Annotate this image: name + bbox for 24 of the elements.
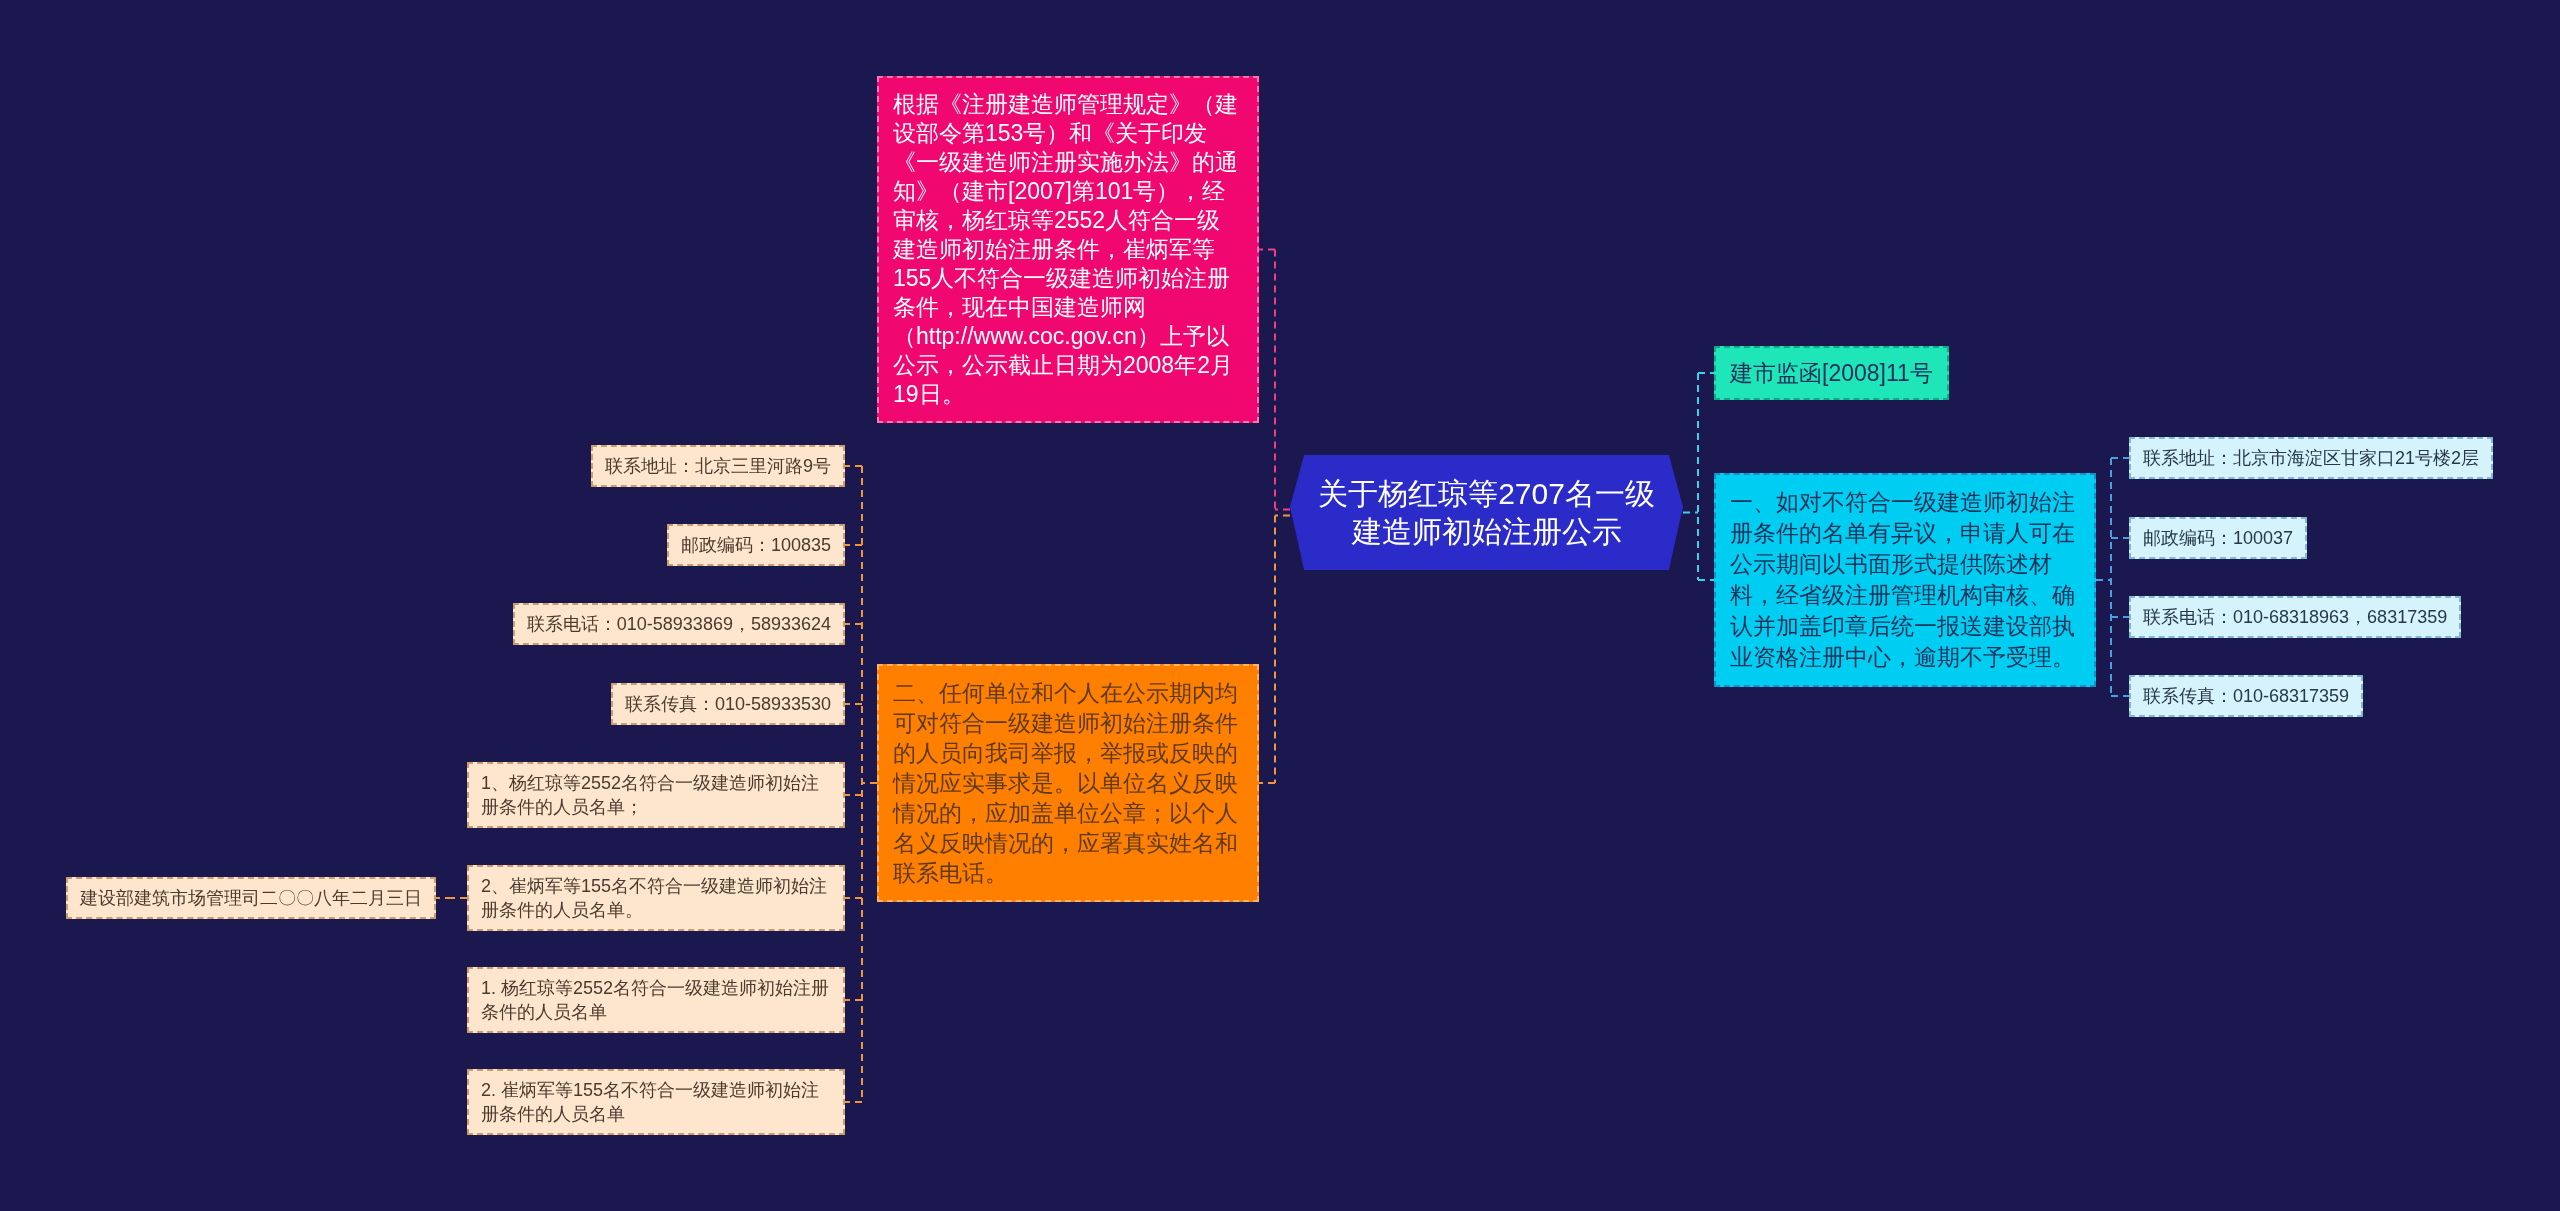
detail-card: 2、崔炳军等155名不符合一级建造师初始注册条件的人员名单。 <box>467 865 845 931</box>
detail-card: 联系传真：010-58933530 <box>610 683 845 725</box>
detail-card: 2. 崔炳军等155名不符合一级建造师初始注册条件的人员名单 <box>467 1069 845 1135</box>
connector-line <box>435 897 468 899</box>
detail-card: 联系电话：010-58933869，58933624 <box>512 603 845 645</box>
central-topic: 关于杨红琼等2707名一级建造师初始注册公示 <box>1290 455 1683 570</box>
detail-card: 1、杨红琼等2552名符合一级建造师初始注册条件的人员名单； <box>467 762 845 828</box>
subtopic-card: 建市监函[2008]11号 <box>1714 346 1949 400</box>
connector-line <box>1682 372 1715 581</box>
detail-card: 建设部建筑市场管理司二〇〇八年二月三日 <box>66 877 436 919</box>
detail-card: 联系地址：北京三里河路9号 <box>591 445 845 487</box>
subtopic-card: 一、如对不符合一级建造师初始注册条件的名单有异议，申请人可在公示期间以书面形式提供陈述材料，经省级注册管理机构审核、确认并加盖印章后统一报送建设部执业资格注册中心，逾期不予受理。 <box>1714 473 2096 687</box>
connector-line <box>844 465 878 1103</box>
connector-line <box>1258 514 1291 784</box>
detail-card: 1. 杨红琼等2552名符合一级建造师初始注册条件的人员名单 <box>467 967 845 1033</box>
detail-card: 联系电话：010-68318963，68317359 <box>2129 596 2462 638</box>
detail-card: 联系地址：北京市海淀区甘家口21号楼2层 <box>2129 437 2494 479</box>
subtopic-card: 二、任何单位和个人在公示期内均可对符合一级建造师初始注册条件的人员向我司举报，举报或反映的情况应实事求是。以单位名义反映情况的，应加盖单位公章；以个人名义反映情况的，应署真实姓名和联系电话。 <box>877 664 1259 902</box>
subtopic-card: 根据《注册建造师管理规定》（建设部令第153号）和《关于印发《一级建造师注册实施办法》的通知》（建市[2007]第101号），经审核，杨红琼等2552人符合一级建造师初始注册条件，崔炳军等155人不符合一级建造师初始注册条件，现在中国建造师网（http://www.coc.gov.cn）上予以公示，公示截止日期为2008年2月19日。 <box>877 76 1259 423</box>
connector-line <box>2095 457 2130 697</box>
detail-card: 联系传真：010-68317359 <box>2129 675 2364 717</box>
detail-card: 邮政编码：100835 <box>666 524 845 566</box>
detail-card: 邮政编码：100037 <box>2129 517 2308 559</box>
connector-line <box>1258 248 1291 511</box>
